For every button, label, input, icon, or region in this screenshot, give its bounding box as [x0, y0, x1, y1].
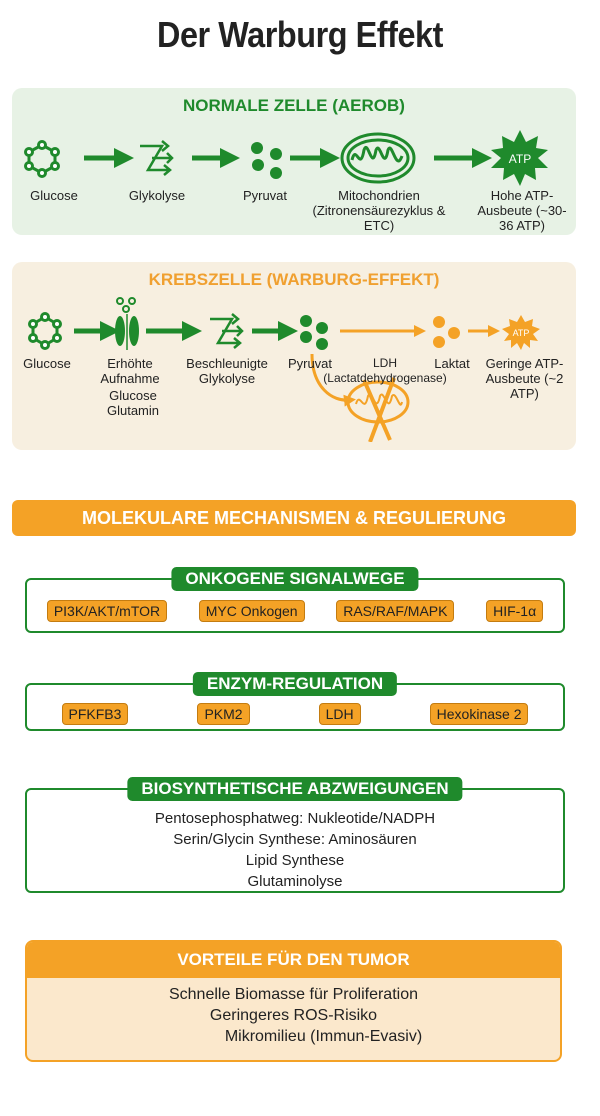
biosynthesis-item: Serin/Glycin Synthese: Aminosäuren: [173, 831, 417, 848]
cancer-cell-heading: KREBSZELLE (WARBURG-EFFEKT): [148, 270, 440, 289]
transporter-icon: [115, 297, 139, 350]
oncogene-pill: MYC Onkogen: [198, 600, 305, 622]
cancer-cell-panel: KREBSZELLE (WARBURG-EFFEKT) ATP Glucose …: [12, 262, 576, 450]
biosynthesis-box: BIOSYNTHETISCHE ABZWEIGUNGEN Pentosephos…: [25, 777, 565, 893]
low-atp-burst-icon: ATP: [502, 315, 540, 350]
oncogenes-box: ONKOGENE SIGNALWEGE PI3K/AKT/mTOR MYC On…: [25, 567, 565, 633]
step-pyruvate: Pyruvat: [242, 188, 288, 203]
step-pyruvate: Pyruvat: [287, 356, 333, 371]
oncogene-pill: RAS/RAF/MAPK: [336, 600, 455, 622]
enzyme-pill: Hexokinase 2: [429, 703, 529, 725]
atp-burst-icon: ATP: [491, 130, 548, 186]
glucose-icon: [24, 140, 60, 178]
normal-cell-heading: NORMALE ZELLE (AEROB): [183, 96, 405, 115]
normal-pathway-icons: ATP: [24, 130, 548, 186]
mechanisms-banner: MOLEKULARE MECHANISMEN & REGULIERUNG: [12, 500, 576, 536]
oncogenes-title: ONKOGENE SIGNALWEGE: [171, 567, 419, 591]
enzyme-pill: LDH: [318, 703, 361, 725]
glycolysis-icon: [210, 313, 244, 349]
biosynthesis-item: Pentosephosphatweg: Nukleotide/NADPH: [154, 810, 436, 827]
uptake-glutamine: Glutamin: [106, 403, 160, 418]
cancer-pathway-icons: ATP: [28, 297, 540, 442]
enzymes-title: ENZYM-REGULATION: [192, 672, 398, 696]
advantage-item: Schnelle Biomasse für Proliferation: [168, 986, 418, 1003]
normal-cell-panel: NORMALE ZELLE (AEROB) ATP Glucose Glykol…: [12, 88, 576, 235]
page-title: Der Warburg Effekt: [157, 14, 443, 55]
lactate-icon: [433, 316, 460, 348]
glucose-icon: [28, 312, 62, 350]
atp-label: ATP: [513, 328, 530, 338]
step-low-atp: Geringe ATP-Ausbeute (~2 ATP): [485, 356, 564, 401]
pyruvate-icon: [300, 315, 328, 350]
advantage-item: Mikromilieu (Immun-Evasiv): [224, 1028, 423, 1045]
biosynthesis-item: Glutaminolyse: [247, 873, 343, 890]
advantage-item: Geringeres ROS-Risiko: [209, 1007, 378, 1024]
step-high-atp: Hohe ATP-Ausbeute (~30-36 ATP): [477, 188, 567, 233]
step-accelerated-glycolysis: Beschleunigte Glykolyse: [186, 356, 268, 386]
enzyme-pill: PKM2: [197, 703, 250, 725]
step-lactate: Laktat: [434, 356, 470, 371]
curved-arrow-icon: [310, 353, 356, 407]
biosynthesis-title: BIOSYNTHETISCHE ABZWEIGUNGEN: [127, 777, 463, 801]
uptake-glucose: Glucose: [109, 388, 157, 403]
oncogene-pill: HIF-1α: [486, 600, 544, 622]
blocked-mitochondria-icon: [346, 377, 410, 442]
advantages-box: VORTEILE FÜR DEN TUMOR Schnelle Biomasse…: [25, 940, 562, 1062]
biosynthesis-item: Lipid Synthese: [245, 852, 345, 869]
step-mitochondria: Mitochondrien (Zitronensäurezyklus & ETC…: [312, 188, 446, 233]
step-glucose: Glucose: [30, 188, 78, 203]
atp-label: ATP: [509, 152, 531, 166]
mitochondria-icon: [340, 132, 416, 184]
pyruvate-icon: [251, 142, 282, 179]
step-increased-uptake: Erhöhte Aufnahme: [100, 356, 160, 386]
step-glucose: Glucose: [23, 356, 71, 371]
advantages-title: VORTEILE FÜR DEN TUMOR: [27, 942, 560, 978]
enzyme-pill: PFKFB3: [61, 703, 129, 725]
enzymes-box: ENZYM-REGULATION PFKFB3 PKM2 LDH Hexokin…: [25, 672, 565, 731]
step-glycolysis: Glykolyse: [128, 188, 186, 203]
step-ldh: LDH (Lactatdehydrogenase): [323, 356, 447, 385]
oncogene-pill: PI3K/AKT/mTOR: [46, 600, 168, 622]
glycolysis-icon: [140, 140, 174, 176]
